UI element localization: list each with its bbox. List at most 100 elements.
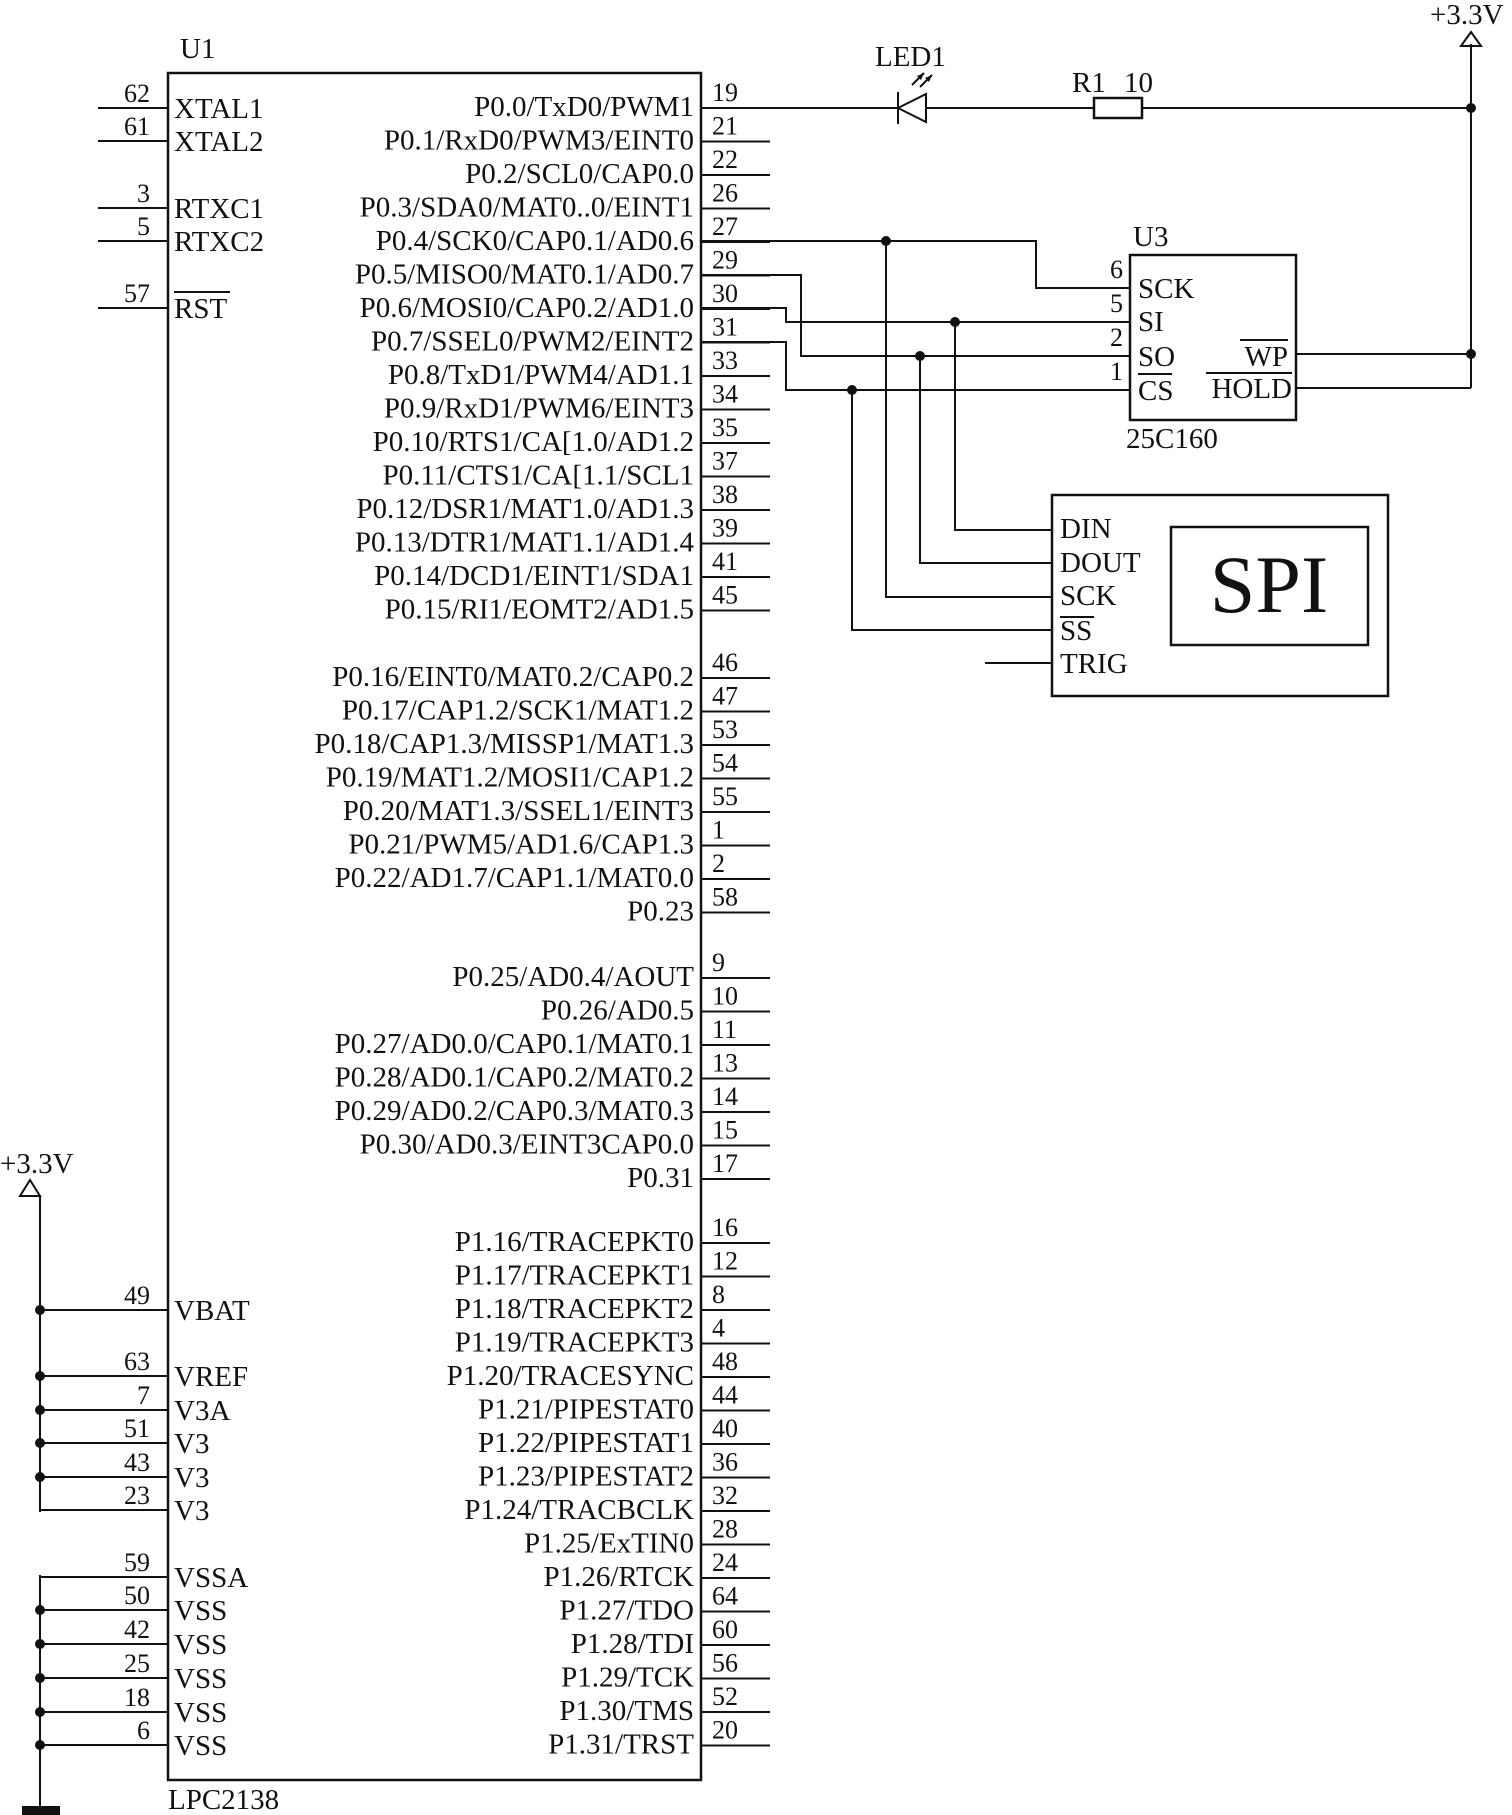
u1-pin-name: XTAL1 — [174, 93, 264, 125]
u3-wp-label: WP — [1245, 341, 1289, 373]
u1-pin-name: P0.15/RI1/EOMT2/AD1.5 — [385, 594, 694, 626]
u1-pin-name: P0.20/MAT1.3/SSEL1/EINT3 — [343, 795, 694, 827]
u1-pin-name: P1.28/TDI — [571, 1628, 694, 1660]
u3-pin-name: SI — [1138, 306, 1164, 338]
u1-pin-num: 53 — [712, 715, 738, 744]
u1-pin-name: RTXC1 — [174, 193, 264, 225]
u1-pin-num: 13 — [712, 1049, 738, 1078]
u1-pin-name: VSS — [174, 1595, 227, 1627]
u1-pin-num: 46 — [712, 648, 738, 677]
junction-dot — [35, 1740, 45, 1750]
u1-pin-num: 31 — [712, 313, 738, 342]
u1-pin-name: P0.4/SCK0/CAP0.1/AD0.6 — [376, 225, 694, 257]
u1-pin-num: 34 — [712, 380, 738, 409]
u1-pin-num: 6 — [137, 1716, 150, 1745]
u1-pin-num: 8 — [712, 1280, 725, 1309]
u1-pin-name: P1.27/TDO — [559, 1595, 694, 1627]
u1-pin-num: 58 — [712, 883, 738, 912]
u1-pin-num: 59 — [124, 1548, 150, 1577]
u3-pin-name: SO — [1138, 341, 1175, 373]
u3-pin-num: 5 — [1110, 289, 1123, 318]
u1-pin-num: 19 — [712, 78, 738, 107]
u1-pin-num: 7 — [137, 1381, 150, 1410]
u1-pin-name: P0.21/PWM5/AD1.6/CAP1.3 — [348, 829, 694, 861]
spi-bus-wires — [701, 236, 1130, 631]
u1-pin-name: VREF — [174, 1361, 248, 1393]
u1-right-pins: 19P0.0/TxD0/PWM121P0.1/RxD0/PWM3/EINT022… — [314, 78, 770, 1761]
u1-pin-name: P1.30/TMS — [559, 1695, 694, 1727]
u1-pin-name: P0.7/SSEL0/PWM2/EINT2 — [371, 326, 694, 358]
u1-pin-num: 38 — [712, 480, 738, 509]
u1-pin-name: P0.8/TxD1/PWM4/AD1.1 — [388, 359, 694, 391]
u1-pin-num: 14 — [712, 1082, 738, 1111]
u1-pin-num: 60 — [712, 1615, 738, 1644]
junction-dot — [35, 1405, 45, 1415]
u1-pin-num: 24 — [712, 1548, 738, 1577]
u1-pin-name: P0.0/TxD0/PWM1 — [474, 91, 694, 123]
spi-label-box — [1169, 525, 1370, 647]
u1-pin-name: P0.17/CAP1.2/SCK1/MAT1.2 — [342, 695, 694, 727]
u1-ref: U1 — [180, 33, 215, 65]
junction-dot — [35, 1707, 45, 1717]
u1-pin-name: VSS — [174, 1663, 227, 1695]
u1-pin-num: 39 — [712, 514, 738, 543]
u1-pin-num: 16 — [712, 1213, 738, 1242]
u1-pin-name: P0.9/RxD1/PWM6/EINT3 — [384, 393, 694, 425]
u3-ref: U3 — [1133, 221, 1168, 253]
u1-pin-num: 22 — [712, 145, 738, 174]
u1-pin-name: P1.31/TRST — [548, 1729, 694, 1761]
u1-pin-num: 57 — [124, 279, 150, 308]
u1-pin-name: P0.12/DSR1/MAT1.0/AD1.3 — [356, 493, 694, 525]
power-arrow-icon — [1459, 30, 1483, 47]
u1-pin-name: P0.3/SDA0/MAT0..0/EINT1 — [360, 192, 694, 224]
spi-body — [1050, 493, 1390, 698]
u1-pin-name: VSS — [174, 1730, 227, 1762]
led-circuit: LED1 R1 10 +3.3V — [701, 0, 1504, 388]
resistor-icon — [1092, 96, 1144, 120]
u1-pin-num: 63 — [124, 1347, 150, 1376]
u1-pin-num: 17 — [712, 1149, 738, 1178]
junction-dot — [35, 1472, 45, 1482]
u1-pin-num: 40 — [712, 1414, 738, 1443]
spi-title: SPI — [1210, 539, 1329, 630]
power-arrow-icon — [18, 1178, 42, 1197]
u1-pin-num: 25 — [124, 1649, 150, 1678]
u1-pin-name: P1.17/TRACEPKT1 — [455, 1260, 694, 1292]
u1-pin-name: V3 — [174, 1428, 209, 1460]
u1-pin-name: P0.10/RTS1/CA[1.0/AD1.2 — [373, 426, 694, 458]
u3-pin-num: 2 — [1110, 323, 1123, 352]
u1-pin-num: 18 — [124, 1683, 150, 1712]
top-power-label: +3.3V — [1430, 0, 1504, 31]
junction-dots-left — [35, 1305, 45, 1750]
u3-pin-name: CS — [1138, 375, 1173, 407]
u1-pin-name: P1.26/RTCK — [543, 1561, 694, 1593]
u1-pin-name: P0.26/AD0.5 — [541, 995, 694, 1027]
u1-pin-name: P0.14/DCD1/EINT1/SDA1 — [374, 560, 694, 592]
u1-pin-name: P1.22/PIPESTAT1 — [478, 1427, 694, 1459]
u1-pin-num: 51 — [124, 1414, 150, 1443]
u1-pin-num: 29 — [712, 246, 738, 275]
u3-part: 25C160 — [1126, 423, 1218, 455]
u1-pin-num: 11 — [712, 1015, 737, 1044]
u1-pin-name: P0.31 — [627, 1162, 694, 1194]
u1-pin-num: 26 — [712, 179, 738, 208]
junction-dot — [35, 1639, 45, 1649]
u1-pin-name: P0.19/MAT1.2/MOSI1/CAP1.2 — [326, 762, 694, 794]
left-power-net: +3.3V — [0, 1148, 74, 1815]
u1-pin-name: P0.25/AD0.4/AOUT — [452, 961, 694, 993]
u1-pin-name: P0.28/AD0.1/CAP0.2/MAT0.2 — [335, 1062, 694, 1094]
spi-pin-dout: DOUT — [1060, 547, 1141, 579]
u1-pin-name: P0.11/CTS1/CA[1.1/SCL1 — [382, 460, 694, 492]
u1-pin-name: P0.5/MISO0/MAT0.1/AD0.7 — [355, 259, 694, 291]
u1-pin-name: P0.29/AD0.2/CAP0.3/MAT0.3 — [335, 1095, 694, 1127]
u1-pin-num: 2 — [712, 849, 725, 878]
u1-pin-name: RST — [174, 293, 227, 325]
u1-body — [166, 71, 703, 1782]
u1-pin-name: P0.18/CAP1.3/MISSP1/MAT1.3 — [314, 728, 694, 760]
u1-pin-name: P1.24/TRACBCLK — [464, 1494, 694, 1526]
spi-pin-ss: SS — [1060, 615, 1092, 647]
u1-pin-name: P1.29/TCK — [561, 1662, 694, 1694]
u1-pin-num: 41 — [712, 547, 738, 576]
u1-pin-num: 15 — [712, 1116, 738, 1145]
